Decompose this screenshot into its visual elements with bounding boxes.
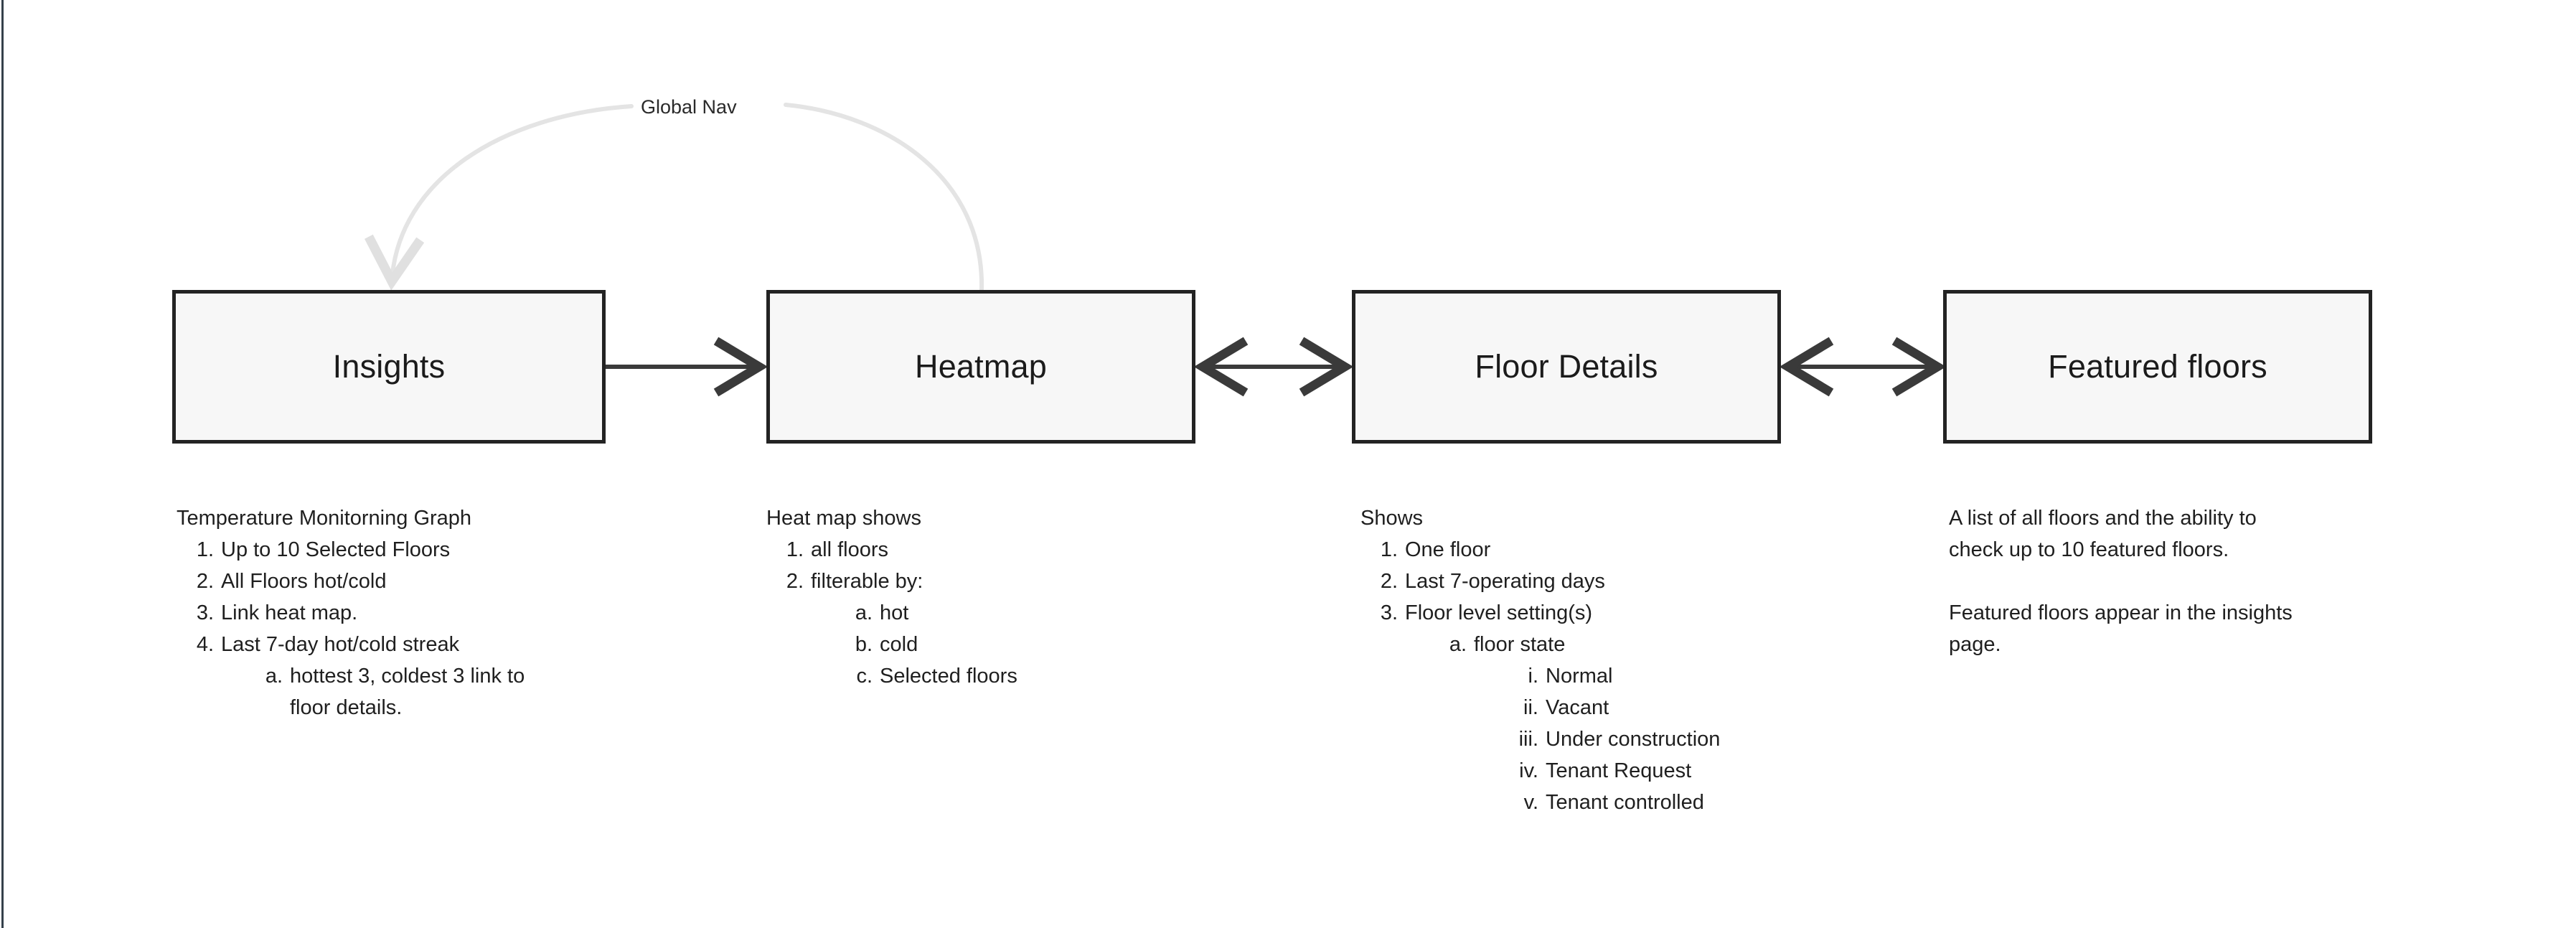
- notes-insights-subitem: a. hottest 3, coldest 3 link to floor de…: [177, 660, 578, 723]
- list-text: One floor: [1405, 538, 1491, 561]
- list-marker: iii.: [1518, 728, 1538, 751]
- list-text: Link heat map.: [221, 601, 358, 624]
- list-text: Under construction: [1546, 728, 1721, 751]
- notes-heatmap-subitem: a. hot: [766, 597, 1168, 629]
- notes-heatmap-item: 1. all floors: [766, 534, 1168, 566]
- list-marker: iv.: [1519, 759, 1538, 782]
- list-marker: c.: [856, 665, 873, 688]
- list-text: All Floors hot/cold: [221, 570, 387, 593]
- list-text: hottest 3, coldest 3 link to floor detai…: [290, 665, 525, 719]
- list-marker: 2.: [196, 570, 214, 593]
- notes-featured-floors: A list of all floors and the ability to …: [1949, 502, 2365, 660]
- list-text: cold: [880, 633, 918, 656]
- notes-floor-details-item: 1. One floor: [1360, 534, 1791, 566]
- list-text: hot: [880, 601, 909, 624]
- node-heatmap-label: Heatmap: [915, 348, 1047, 385]
- list-marker: 3.: [1380, 601, 1398, 624]
- edge-global-nav-curve: [365, 103, 984, 292]
- list-marker: 1.: [786, 538, 804, 561]
- notes-heatmap-subitem: b. cold: [766, 629, 1168, 660]
- notes-insights-heading: Temperature Monitorning Graph: [177, 507, 472, 530]
- list-marker: 4.: [196, 633, 214, 656]
- node-insights-label: Insights: [332, 348, 446, 385]
- list-marker: a.: [1449, 633, 1467, 656]
- notes-insights: Temperature Monitorning Graph 1. Up to 1…: [177, 502, 578, 723]
- list-marker: 2.: [1380, 570, 1398, 593]
- notes-insights-item: 3. Link heat map.: [177, 597, 578, 629]
- list-marker: a.: [265, 665, 283, 688]
- notes-floor-details-state: ii. Vacant: [1360, 692, 1791, 723]
- list-marker: b.: [855, 633, 873, 656]
- notes-insights-item: 2. All Floors hot/cold: [177, 566, 578, 597]
- notes-heatmap-subitem: c. Selected floors: [766, 660, 1168, 692]
- canvas-left-edge: [1, 0, 4, 928]
- notes-heatmap-item: 2. filterable by:: [766, 566, 1168, 597]
- list-marker: a.: [855, 601, 873, 624]
- list-marker: ii.: [1523, 696, 1538, 719]
- list-text: Vacant: [1546, 696, 1609, 719]
- list-marker: i.: [1528, 665, 1539, 688]
- notes-floor-details-heading: Shows: [1360, 507, 1424, 530]
- list-marker: 1.: [196, 538, 214, 561]
- list-text: Normal: [1546, 665, 1613, 688]
- list-marker: 2.: [786, 570, 804, 593]
- node-featured-floors[interactable]: Featured floors: [1943, 290, 2372, 444]
- list-text: Last 7-operating days: [1405, 570, 1605, 593]
- notes-floor-details-subitem: a. floor state: [1360, 629, 1791, 660]
- notes-floor-details-state: iv. Tenant Request: [1360, 755, 1791, 787]
- notes-heatmap-heading: Heat map shows: [766, 507, 921, 530]
- notes-featured-floors-paragraph-2: Featured floors appear in the insights p…: [1949, 601, 2293, 656]
- list-marker: 1.: [1380, 538, 1398, 561]
- list-text: Last 7-day hot/cold streak: [221, 633, 460, 656]
- global-nav-edge-label: Global Nav: [634, 96, 743, 118]
- notes-floor-details-item: 3. Floor level setting(s): [1360, 597, 1791, 629]
- notes-floor-details-state: i. Normal: [1360, 660, 1791, 692]
- notes-floor-details-item: 2. Last 7-operating days: [1360, 566, 1791, 597]
- node-insights[interactable]: Insights: [172, 290, 606, 444]
- notes-floor-details-state: iii. Under construction: [1360, 723, 1791, 755]
- list-marker: v.: [1523, 791, 1538, 814]
- notes-insights-item: 4. Last 7-day hot/cold streak: [177, 629, 578, 660]
- list-text: Up to 10 Selected Floors: [221, 538, 451, 561]
- node-floor-details[interactable]: Floor Details: [1352, 290, 1781, 444]
- list-text: Selected floors: [880, 665, 1017, 688]
- list-text: all floors: [811, 538, 888, 561]
- paragraph-spacer: [1949, 566, 2365, 597]
- list-text: filterable by:: [811, 570, 923, 593]
- notes-featured-floors-paragraph-1: A list of all floors and the ability to …: [1949, 507, 2257, 561]
- list-text: Tenant controlled: [1546, 791, 1704, 814]
- notes-floor-details-state: v. Tenant controlled: [1360, 787, 1791, 818]
- notes-floor-details: Shows 1. One floor 2. Last 7-operating d…: [1360, 502, 1791, 818]
- list-text: floor state: [1474, 633, 1566, 656]
- list-text: Floor level setting(s): [1405, 601, 1593, 624]
- node-featured-floors-label: Featured floors: [2048, 348, 2267, 385]
- node-heatmap[interactable]: Heatmap: [766, 290, 1195, 444]
- list-text: Tenant Request: [1546, 759, 1692, 782]
- list-marker: 3.: [196, 601, 214, 624]
- notes-insights-item: 1. Up to 10 Selected Floors: [177, 534, 578, 566]
- notes-heatmap: Heat map shows 1. all floors 2. filterab…: [766, 502, 1168, 692]
- node-floor-details-label: Floor Details: [1475, 348, 1658, 385]
